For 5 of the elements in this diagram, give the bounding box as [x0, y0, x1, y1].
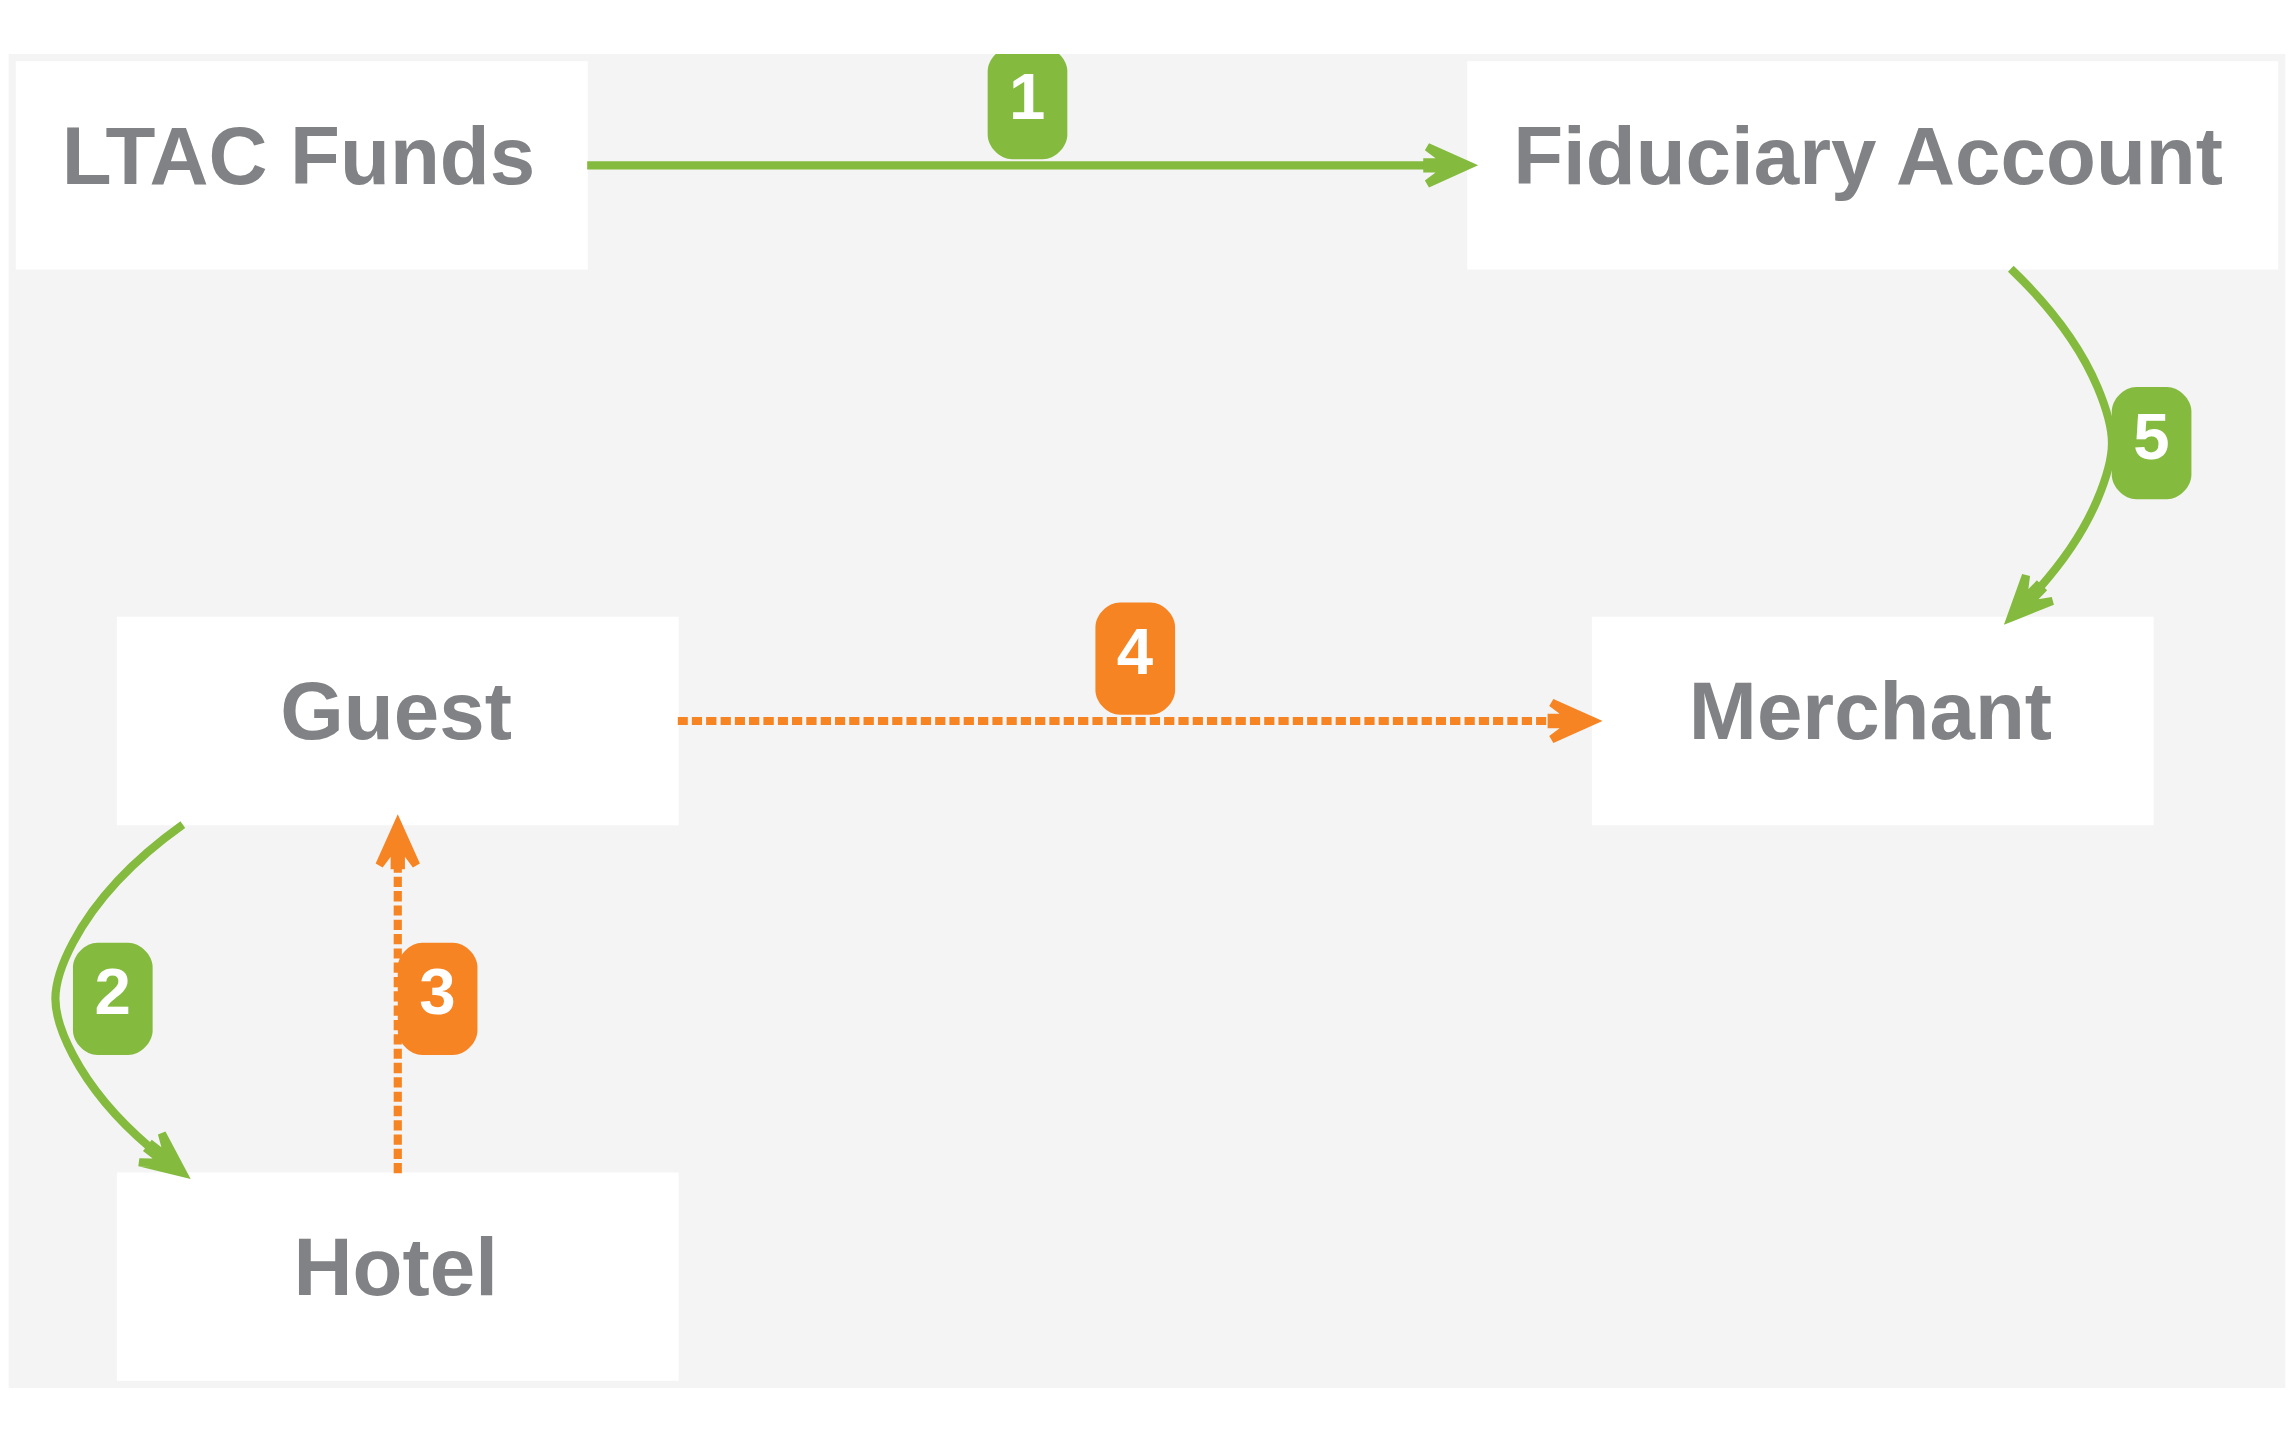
edge-label: 5: [2133, 399, 2170, 473]
edge-label: 1: [1009, 59, 1046, 133]
edge-label: 2: [94, 954, 131, 1028]
edge-label: 3: [419, 954, 456, 1028]
edge-label: 4: [1116, 614, 1154, 688]
